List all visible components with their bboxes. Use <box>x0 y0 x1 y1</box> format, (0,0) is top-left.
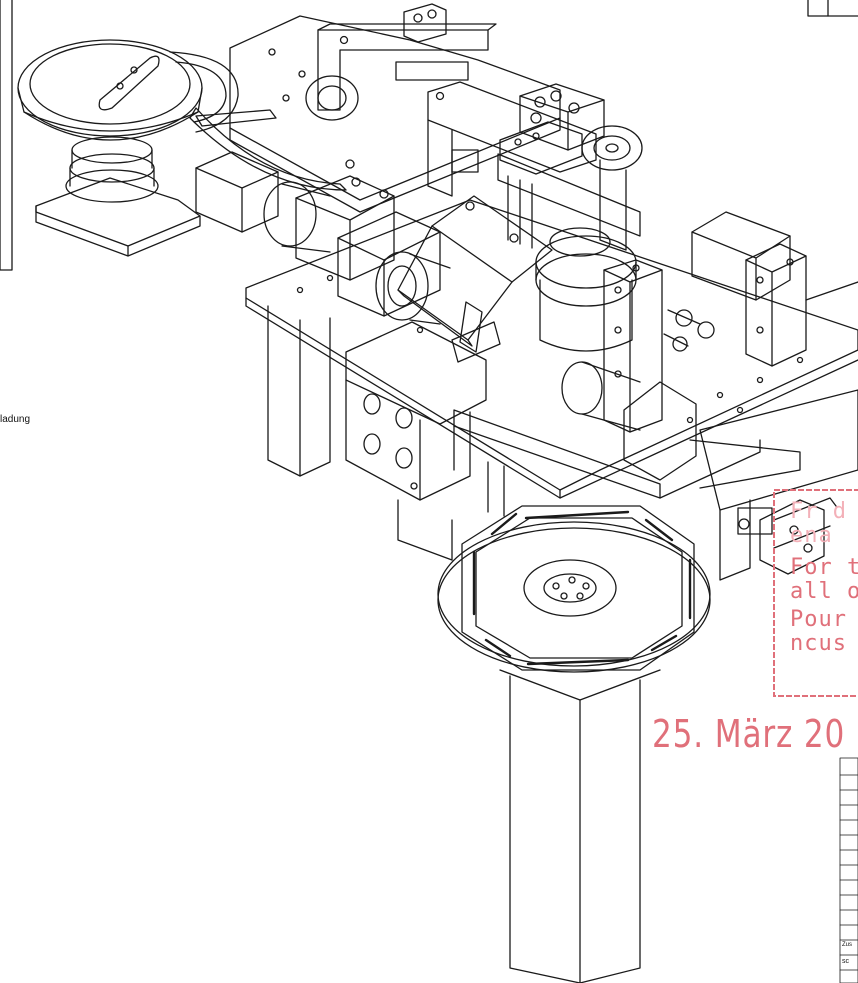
title-block-label-a: Zus <box>842 942 853 948</box>
pneumatic-fittings <box>663 309 715 352</box>
upper-rear-assembly <box>229 3 561 213</box>
title-block-label-b: sc <box>842 958 849 965</box>
side-clamp <box>759 497 837 575</box>
main-base-plate <box>245 199 858 499</box>
date-stamp: 25. März 20 <box>652 712 846 756</box>
stamp-line-3: For t <box>790 555 858 580</box>
side-label: ladung <box>0 414 31 425</box>
right-posts <box>603 259 663 433</box>
right-side-plate <box>699 389 858 581</box>
bowl-feeder <box>17 39 277 257</box>
stamp-line-6: ncus <box>790 631 847 656</box>
stamp-line-4: all o <box>790 579 858 604</box>
pulley-drive <box>497 83 643 251</box>
approval-stamp-frame <box>773 489 858 697</box>
stamp-line-1: Fr d <box>790 499 847 524</box>
title-block <box>839 757 858 983</box>
middle-drive-unit <box>337 211 451 325</box>
left-drive-unit <box>195 151 395 477</box>
indexing-table <box>437 461 711 673</box>
stamp-line-5: Pour <box>790 607 847 632</box>
front-left-block <box>345 321 487 561</box>
front-motor-unit <box>453 361 801 499</box>
sheet-frame-top-right <box>807 0 858 17</box>
transfer-disk <box>189 107 347 191</box>
inclined-magazine <box>397 195 553 363</box>
sheet-frame-left <box>0 0 13 271</box>
upper-pick-arm <box>427 81 597 249</box>
pneumatic-cylinder <box>691 211 858 367</box>
stamp-line-2: ena <box>790 523 833 548</box>
support-column <box>499 669 661 983</box>
